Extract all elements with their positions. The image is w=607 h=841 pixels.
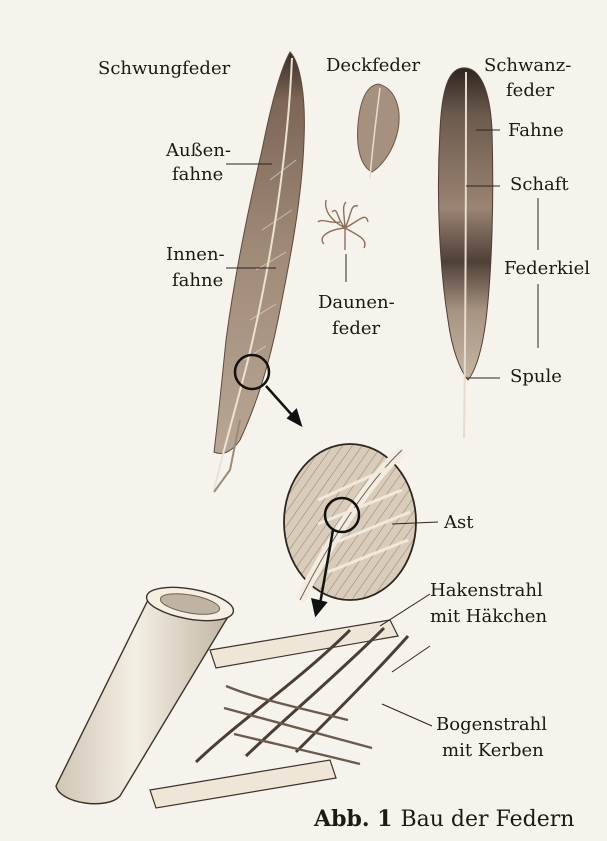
zoom-oval [284,444,416,600]
label-deckfeder: Deckfeder [326,55,420,77]
down-feather-illustration [318,200,368,250]
label-aussenfahne-line1: Außen- [166,140,231,162]
caption-title: Bau der Federn [400,807,574,832]
label-bogenstrahl-line1: Bogenstrahl [436,714,547,736]
flight-feather-illustration [214,52,304,492]
label-hakenstrahl-line2: mit Häkchen [430,606,547,628]
label-bogenstrahl-line2: mit Kerben [442,740,544,762]
covert-feather-illustration [358,84,400,178]
label-schwanzfeder-line2: feder [506,80,554,102]
label-hakenstrahl-line1: Hakenstrahl [430,580,543,602]
label-innenfahne-line1: Innen- [166,244,225,266]
label-spule: Spule [510,366,562,388]
caption-number: Abb. 1 [314,806,392,832]
barbule-closeup [56,582,408,808]
label-innenfahne-line2: fahne [172,270,223,292]
label-ast: Ast [444,512,473,534]
label-daunenfeder-line1: Daunen- [318,292,395,314]
label-schaft: Schaft [510,174,569,196]
label-fahne: Fahne [508,120,564,142]
label-schwungfeder: Schwungfeder [98,58,230,80]
label-schwanzfeder-line1: Schwanz- [484,55,571,77]
tail-feather-illustration [438,68,492,438]
figure-caption: Abb. 1 Bau der Federn [314,806,574,832]
label-daunenfeder-line2: feder [332,318,380,340]
label-aussenfahne-line2: fahne [172,164,223,186]
label-federkiel: Federkiel [504,258,590,280]
